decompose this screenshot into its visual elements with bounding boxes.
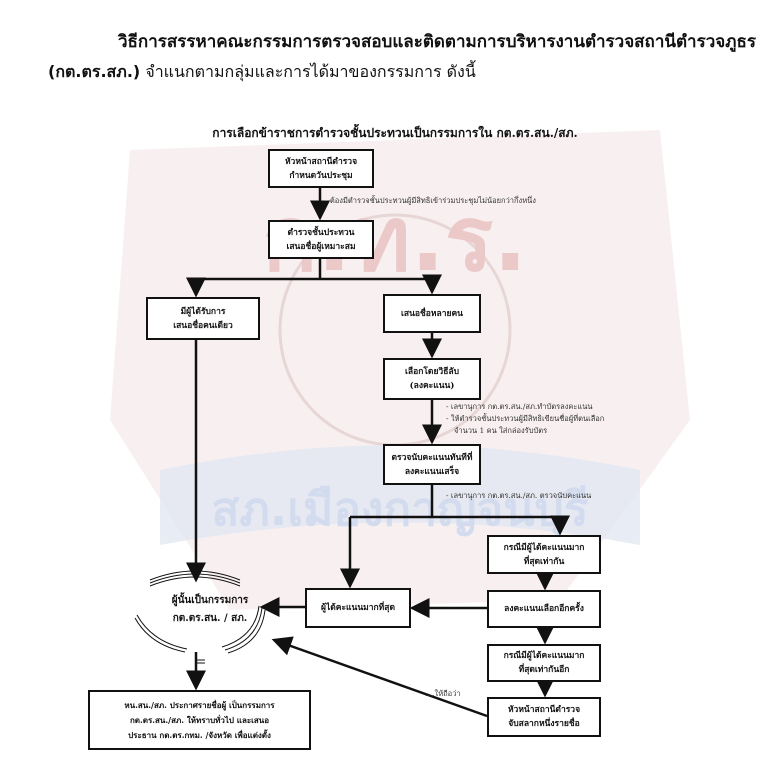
box-propose: ตำรวจชั้นประทวนเสนอชื่อผู้เหมาะสม (268, 220, 374, 259)
box-line: หน.สน./สภ. ประกาศรายชื่อผู้ เป็นกรรมการ (124, 699, 275, 710)
box-line: เสนอชื่อคนเดียว (173, 320, 233, 331)
committee-abbrev: (กต.ตร.สภ.) (48, 62, 141, 81)
result-line: กต.ตร.สน. / สภ. (172, 613, 248, 624)
box-line: ประธาน กต.ตร.กทม. /จังหวัด เพื่อแต่งตั้ง (128, 729, 271, 740)
subheading-text: จำแนกตามกลุ่มและการได้มาของกรรมการ ดังนี… (140, 62, 476, 81)
box-tie-again: กรณีมีผู้ได้คะแนนมากที่สุดเท่ากันอีก (487, 644, 601, 682)
box-line: มีผู้ได้รับการ (180, 306, 226, 317)
box-single-nominee: มีผู้ได้รับการเสนอชื่อคนเดียว (146, 297, 260, 340)
box-line: กต.ตร.สน./สภ. ให้ทราบทั่วไป และเสนอ (129, 714, 270, 725)
box-announce: หน.สน./สภ. ประกาศรายชื่อผู้ เป็นกรรมการก… (88, 690, 311, 750)
box-line: (ลงคะแนน) (409, 381, 455, 391)
result-circle-arcs (134, 570, 266, 664)
box-highest-score: ผู้ได้คะแนนมากที่สุด (305, 588, 411, 628)
box-set-meeting: หัวหน้าสถานีตำรวจกำหนดวันประชุม (268, 149, 374, 188)
note-line: - เลขานุการ กต.ตร.สน./สภ.ทำบัตรลงคะแนน (446, 402, 593, 411)
box-tie: กรณีมีผู้ได้คะแนนมากที่สุดเท่ากัน (487, 535, 601, 574)
box-revote: ลงคะแนนเลือกอีกครั้ง (487, 590, 601, 628)
box-line: หัวหน้าสถานีตำรวจ (284, 156, 358, 167)
box-line: ตำรวจชั้นประทวน (287, 227, 355, 238)
note-line: จำนวน 1 คน ใส่กล่องรับบัตร (454, 426, 548, 435)
box-line: หัวหน้าสถานีตำรวจ (507, 705, 581, 715)
page-heading: วิธีการสรรหาคณะกรรมการตรวจสอบและติดตามกา… (118, 32, 756, 52)
result-line: ผู้นั้นเป็นกรรมการ (171, 595, 249, 606)
watermark-banner-text: สภ.เมืองกาญจนบุรี (211, 482, 588, 538)
box-line: เสนอชื่อผู้เหมาะสม (286, 241, 356, 252)
box-line: กรณีมีผู้ได้คะแนนมาก (503, 651, 585, 661)
box-line: เสนอชื่อหลายคน (401, 308, 463, 319)
box-line: ลงคะแนนเสร็จ (404, 466, 460, 477)
note-counting: - เลขานุการ กต.ตร.สน./สภ. ตรวจนับคะแนน (446, 491, 592, 500)
box-count-votes: ตรวจนับคะแนนทันทีที่ลงคะแนนเสร็จ (383, 444, 481, 485)
note-quorum: - ต้องมีตำรวจชั้นประทวนผู้มีสิทธิเข้าร่ว… (325, 196, 536, 205)
page-subheading: (กต.ตร.สภ.) จำแนกตามกลุ่มและการได้มาของก… (48, 60, 476, 85)
note-line: - ให้ตำรวจชั้นประทวนผู้มีสิทธิเขียนชื่อผ… (446, 414, 605, 423)
note-ballot: - เลขานุการ กต.ตร.สน./สภ.ทำบัตรลงคะแนน -… (446, 401, 604, 437)
box-draw-lots: หัวหน้าสถานีตำรวจจับสลากหนึ่งรายชื่อ (487, 697, 601, 737)
box-line: เลือกโดยวิธีลับ (405, 367, 459, 377)
box-line: กรณีมีผู้ได้คะแนนมาก (503, 542, 585, 553)
box-line: ที่สุดเท่ากันอีก (518, 665, 570, 675)
box-line: จับสลากหนึ่งรายชื่อ (508, 719, 580, 729)
box-multiple-nominees: เสนอชื่อหลายคน (383, 294, 481, 333)
box-line: ที่สุดเท่ากัน (523, 556, 565, 567)
box-line: ลงคะแนนเลือกอีกครั้ง (504, 604, 584, 614)
result-committee-member: ผู้นั้นเป็นกรรมการ กต.ตร.สน. / สภ. (140, 592, 280, 628)
diagram-title: การเลือกข้าราชการตำรวจชั้นประทวนเป็นกรรม… (212, 126, 578, 140)
box-line: ตรวจนับคะแนนทันทีที่ (391, 452, 473, 463)
note-deemed: ....ให้ถือว่า (425, 689, 461, 698)
box-secret-ballot: เลือกโดยวิธีลับ (ลงคะแนน) (383, 358, 481, 400)
box-line: ผู้ได้คะแนนมากที่สุด (321, 603, 395, 613)
box-line: กำหนดวันประชุม (289, 170, 353, 181)
